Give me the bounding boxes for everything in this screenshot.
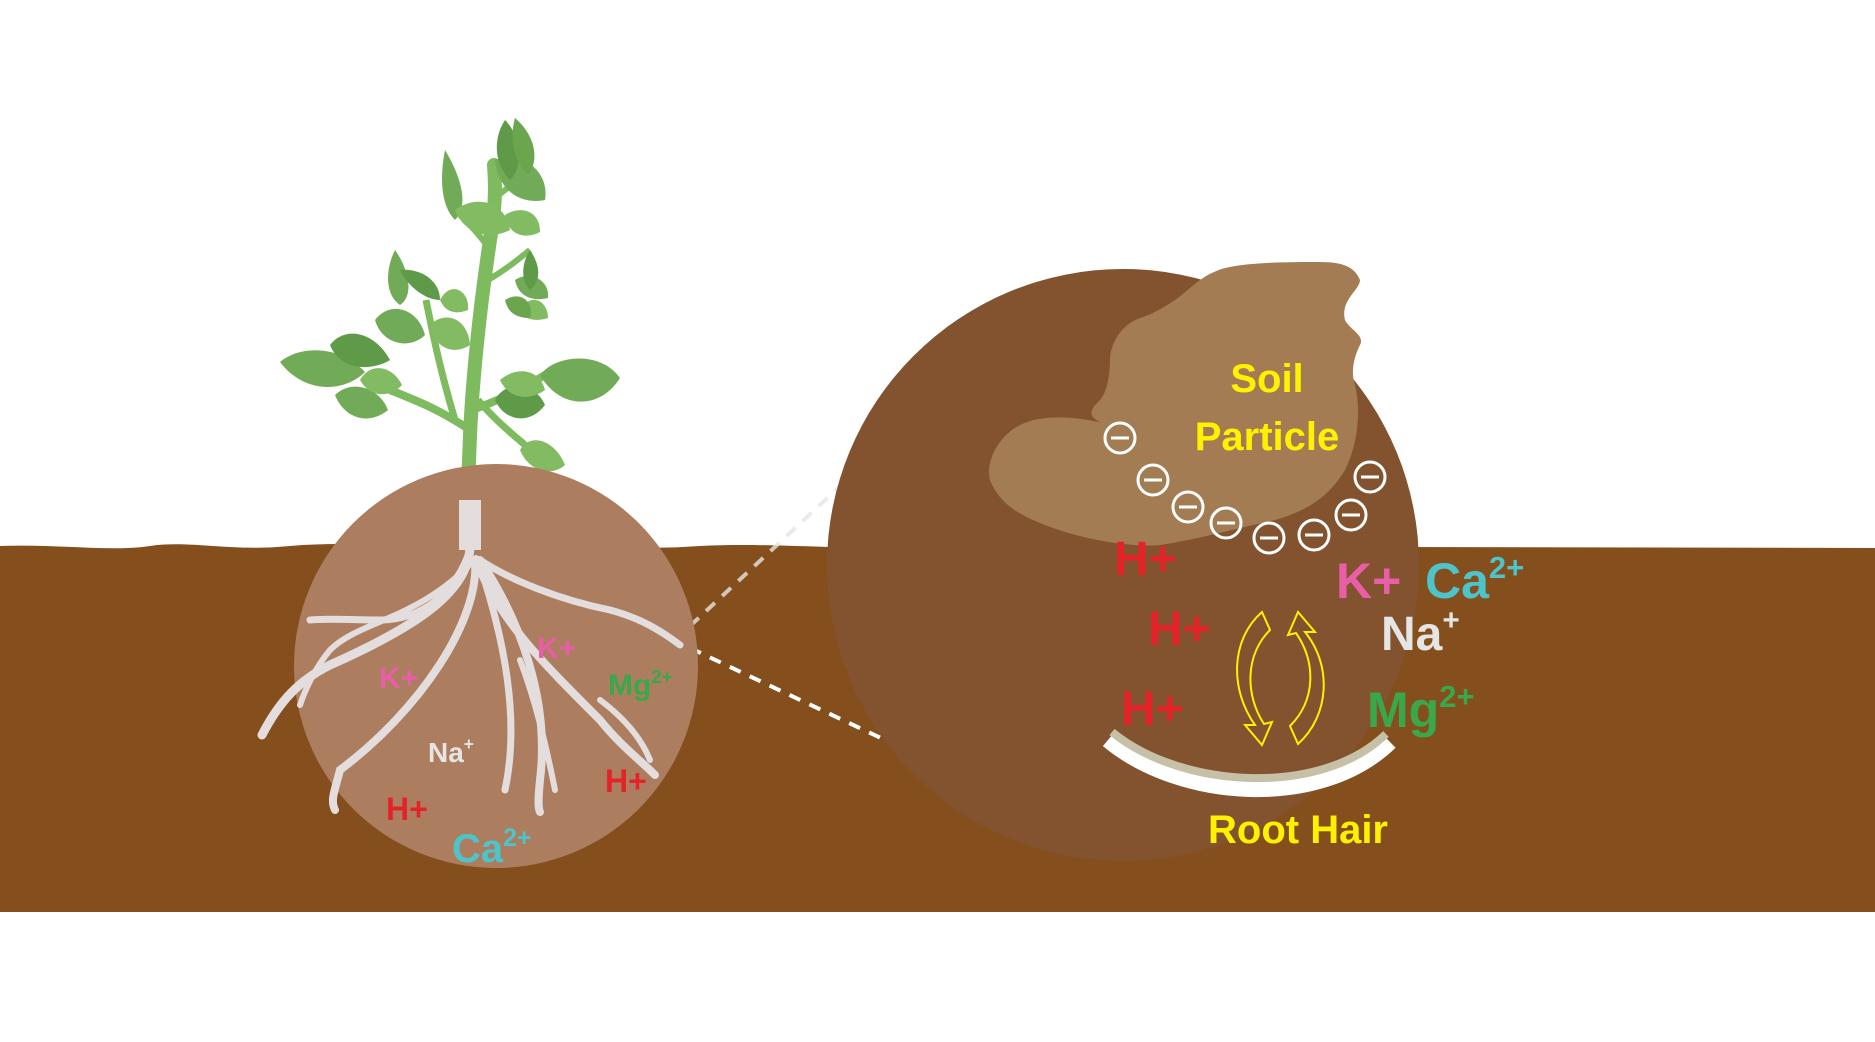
root-hair [1102, 728, 1396, 798]
root-zone: K+ K+ Mg2+ Na+ H+ H+ Ca2+ [257, 464, 698, 871]
leaves [280, 118, 620, 472]
root-h-ion-1: H+ [386, 791, 428, 827]
zoom-h-ion-1: H+ [1114, 533, 1177, 586]
root-mg-ion: Mg2+ [608, 666, 673, 702]
zoom-k-ion: K+ [1336, 553, 1401, 609]
root-zone-circle [294, 464, 698, 868]
zoom-h-ion-2: H+ [1148, 603, 1211, 656]
negative-charges [1103, 421, 1387, 555]
soil-particle [989, 262, 1362, 546]
zoom-na-ion: Na+ [1381, 604, 1460, 661]
soil-particle-label-line1: Soil [1230, 357, 1303, 401]
root-na-ion: Na+ [428, 734, 474, 768]
root-k-ion-1: K+ [379, 662, 418, 695]
zoom-ca-ion: Ca2+ [1425, 550, 1524, 609]
root-ca-ion: Ca2+ [452, 825, 531, 871]
root-k-ion-2: K+ [537, 632, 576, 665]
plant [280, 118, 620, 547]
zoom-detail: Soil Particle H+ H+ H+ K+ Ca2+ Na+ [827, 262, 1524, 861]
zoom-mg-ion: Mg2+ [1367, 679, 1475, 738]
root-hair-label: Root Hair [1208, 808, 1388, 852]
exchange-arrows-icon [1236, 610, 1325, 747]
zoom-h-ion-3: H+ [1121, 683, 1184, 736]
zoom-connector-lines [688, 326, 1111, 848]
roots [257, 540, 684, 816]
soil-particle-label-line2: Particle [1195, 415, 1340, 459]
root-h-ion-2: H+ [605, 763, 647, 799]
